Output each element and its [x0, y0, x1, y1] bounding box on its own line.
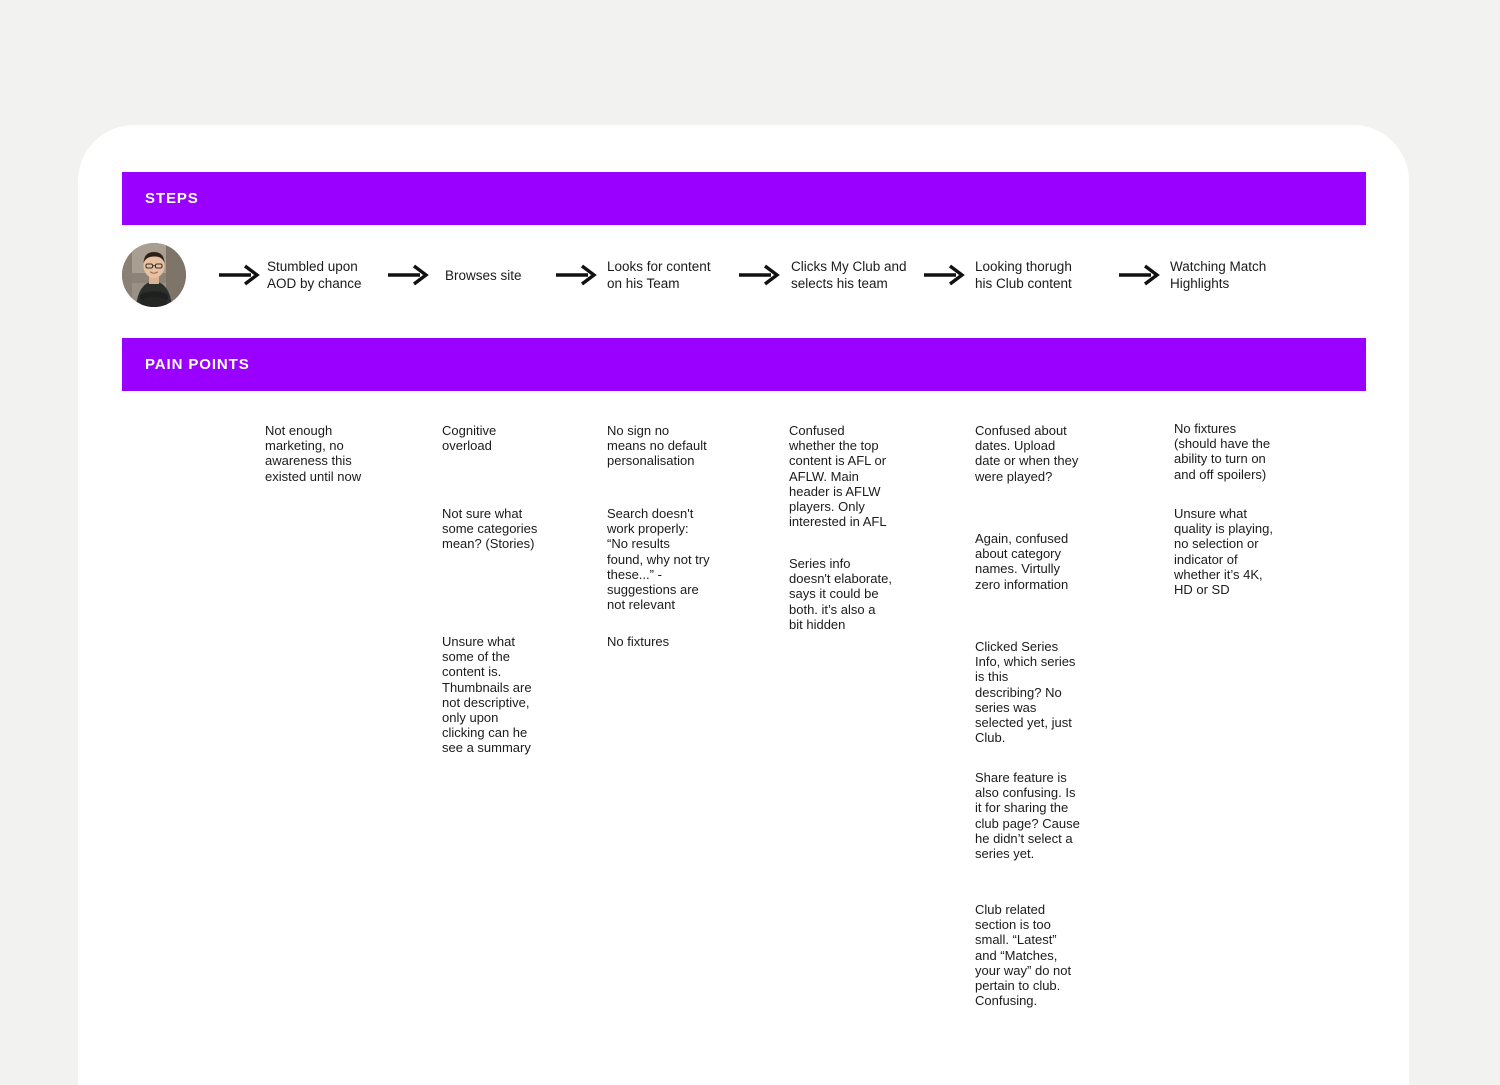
step-item-6: Watching Match Highlights [1170, 235, 1266, 315]
pain-points-section-title: PAIN POINTS [145, 356, 250, 373]
pain-point-item: Confused about dates. Upload date or whe… [975, 423, 1079, 484]
journey-map-card: STEPS [78, 125, 1409, 1085]
steps-row: Stumbled upon AOD by chance Browses site [122, 235, 1372, 315]
steps-section-title: STEPS [145, 190, 199, 207]
step-label-2: Browses site [445, 267, 522, 283]
step-label-1: Stumbled upon AOD by chance [267, 259, 362, 291]
step-arrow-2-cell [387, 235, 429, 315]
step-label-3: Looks for content on his Team [607, 259, 711, 291]
pain-point-item: Unsure what quality is playing, no selec… [1174, 506, 1273, 598]
step-arrow-1-cell [218, 235, 260, 315]
step-item-2: Browses site [445, 235, 522, 315]
pain-point-item: Search doesn't work properly: “No result… [607, 506, 710, 613]
pain-point-item: Series info doesn't elaborate, says it c… [789, 556, 892, 632]
step-label-6: Watching Match Highlights [1170, 259, 1267, 291]
pain-point-item: Share feature is also confusing. Is it f… [975, 770, 1080, 862]
arrow-right-icon [218, 262, 260, 288]
pain-point-item: No fixtures (should have the ability to … [1174, 421, 1271, 482]
persona-avatar-cell [122, 235, 186, 315]
step-item-5: Looking thorugh his Club content [975, 235, 1072, 315]
pain-point-item: Cognitive overload [442, 423, 497, 454]
step-label-5: Looking thorugh his Club content [975, 259, 1072, 291]
step-arrow-6-cell [1118, 235, 1160, 315]
arrow-right-icon [923, 262, 965, 288]
pain-points-grid: Not enough marketing, no awareness this … [78, 415, 1409, 1065]
pain-point-item: Not sure what some categories mean? (Sto… [442, 506, 538, 552]
step-arrow-3-cell [555, 235, 597, 315]
step-arrow-5-cell [923, 235, 965, 315]
arrow-right-icon [555, 262, 597, 288]
step-arrow-4-cell [738, 235, 780, 315]
pain-point-item: No sign no means no default personalisat… [607, 423, 707, 469]
step-label-4: Clicks My Club and selects his team [791, 259, 907, 291]
pain-point-item: Not enough marketing, no awareness this … [265, 423, 362, 484]
arrow-right-icon [1118, 262, 1160, 288]
pain-point-item: Confused whether the top content is AFL … [789, 423, 887, 530]
step-item-3: Looks for content on his Team [607, 235, 711, 315]
avatar [122, 243, 186, 307]
arrow-right-icon [387, 262, 429, 288]
pain-point-item: Club related section is too small. “Late… [975, 902, 1072, 1009]
pain-point-item: No fixtures [607, 634, 670, 649]
step-item-1: Stumbled upon AOD by chance [267, 235, 362, 315]
pain-point-item: Again, confused about category names. Vi… [975, 531, 1069, 592]
pain-point-item: Unsure what some of the content is. Thum… [442, 634, 532, 756]
arrow-right-icon [738, 262, 780, 288]
step-item-4: Clicks My Club and selects his team [791, 235, 907, 315]
steps-section-header: STEPS [122, 172, 1366, 225]
pain-points-section-header: PAIN POINTS [122, 338, 1366, 391]
pain-point-item: Clicked Series Info, which series is thi… [975, 639, 1076, 746]
